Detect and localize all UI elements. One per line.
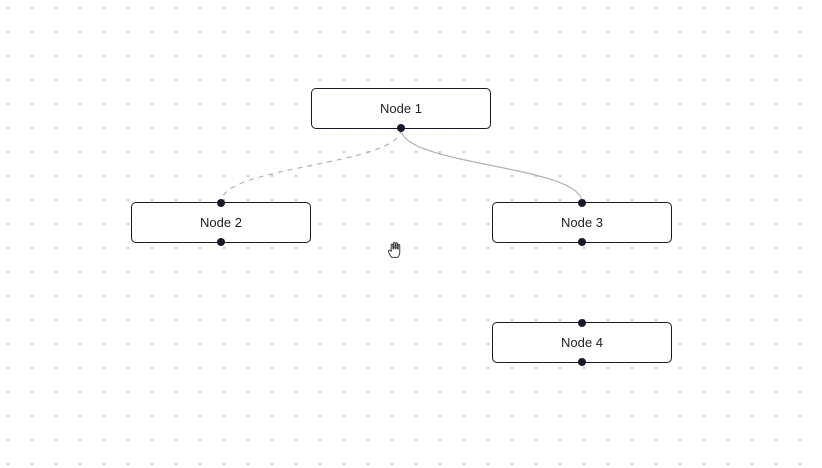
node-3-handle-top[interactable] <box>578 199 586 207</box>
node-4-handle-top[interactable] <box>578 319 586 327</box>
flow-node-2[interactable]: Node 2 <box>131 199 311 246</box>
node-label: Node 4 <box>561 335 603 350</box>
edge-node1-node2[interactable] <box>220 128 402 203</box>
node-2-handle-top[interactable] <box>217 199 225 207</box>
flow-node-3[interactable]: Node 3 <box>492 199 672 246</box>
node-2-handle-bottom[interactable] <box>217 238 225 246</box>
flow-node-4[interactable]: Node 4 <box>492 319 672 366</box>
edge-node1-node3[interactable] <box>400 128 583 203</box>
grab-cursor-icon <box>387 242 401 258</box>
node-1-handle-bottom[interactable] <box>397 124 405 132</box>
flow-node-1[interactable]: Node 1 <box>311 88 491 132</box>
node-3-handle-bottom[interactable] <box>578 238 586 246</box>
node-label: Node 2 <box>200 215 242 230</box>
node-label: Node 1 <box>380 101 422 116</box>
node-label: Node 3 <box>561 215 603 230</box>
node-4-handle-bottom[interactable] <box>578 358 586 366</box>
